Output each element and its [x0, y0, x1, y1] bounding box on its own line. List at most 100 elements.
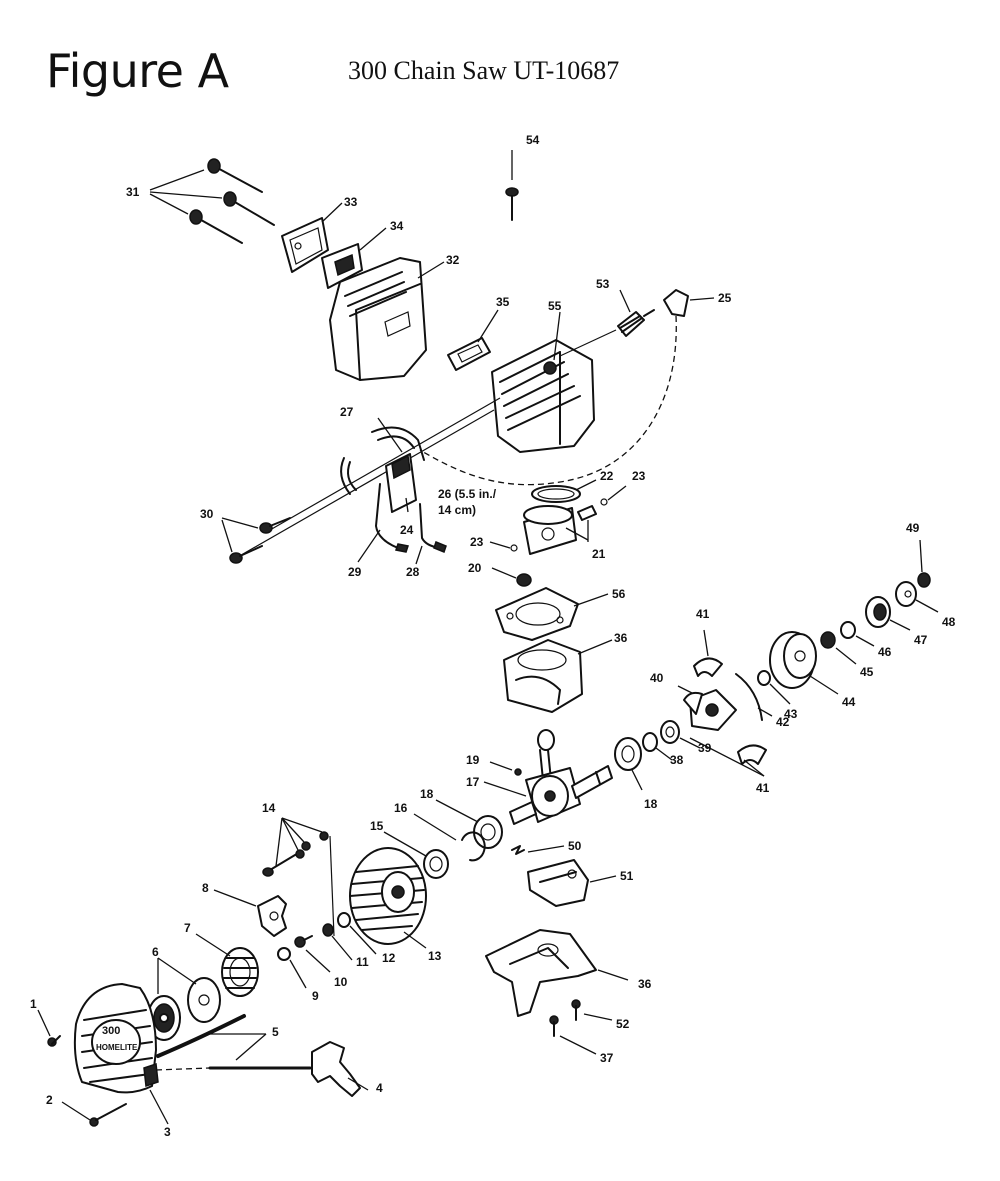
clips-23 — [489, 485, 627, 552]
starter-rope-5 — [155, 1014, 312, 1071]
label-10: 10 — [334, 975, 348, 989]
crankshaft-17 — [483, 729, 613, 825]
label-27: 27 — [340, 405, 354, 419]
label-18b: 18 — [644, 797, 658, 811]
screw-10 — [294, 935, 331, 973]
figure-subtitle: 300 Chain Saw UT-10687 — [348, 56, 620, 85]
screws-14 — [262, 817, 335, 937]
label-39: 39 — [698, 741, 712, 755]
label-8: 8 — [202, 881, 209, 895]
label-29: 29 — [348, 565, 362, 579]
label-24: 24 — [400, 523, 414, 537]
screw-37 — [549, 1015, 597, 1055]
label-4: 4 — [376, 1081, 383, 1095]
label-7: 7 — [184, 921, 191, 935]
label-33: 33 — [344, 195, 358, 209]
label-37: 37 — [600, 1051, 614, 1065]
label-50: 50 — [568, 839, 582, 853]
label-14: 14 — [262, 801, 276, 815]
label-43: 43 — [784, 707, 798, 721]
label-9: 9 — [312, 989, 319, 1003]
exhaust-gasket-35 — [447, 309, 499, 371]
label-55: 55 — [548, 299, 562, 313]
nut-49 — [917, 539, 931, 588]
bearing-18-right — [614, 737, 643, 791]
label-30: 30 — [200, 507, 214, 521]
label-42: 42 — [776, 715, 790, 729]
screw-52 — [571, 999, 613, 1021]
starter-handle-4 — [311, 1041, 369, 1097]
piston-ring-22 — [531, 479, 597, 503]
label-20: 20 — [468, 561, 482, 575]
muffler-bolts-31 — [149, 158, 275, 244]
figure-title: Figure A — [46, 44, 229, 98]
label-47: 47 — [914, 633, 928, 647]
oil-pump-spring-50 — [511, 845, 565, 855]
label-25: 25 — [718, 291, 732, 305]
washer-9 — [277, 947, 307, 989]
oil-seal-15 — [383, 831, 449, 879]
cylinder-55 — [491, 311, 595, 453]
bearing-18-left — [435, 799, 503, 849]
muffler-32 — [329, 257, 445, 381]
label-53: 53 — [596, 277, 610, 291]
label-34: 34 — [390, 219, 404, 233]
label-12: 12 — [382, 951, 396, 965]
clutch-hub-40 — [677, 685, 737, 731]
starter-pawl-8 — [213, 889, 287, 937]
label-23a: 23 — [632, 469, 646, 483]
oil-pump-51 — [527, 859, 617, 907]
label-19: 19 — [466, 753, 480, 767]
label-38: 38 — [670, 753, 684, 767]
washer-48 — [895, 581, 939, 613]
label-21: 21 — [592, 547, 606, 561]
screw-54 — [505, 150, 519, 221]
seal-38 — [642, 732, 673, 761]
key-19 — [489, 761, 522, 776]
label-23b: 23 — [470, 535, 484, 549]
label-13: 13 — [428, 949, 442, 963]
label-41a: 41 — [696, 607, 710, 621]
label-28: 28 — [406, 565, 420, 579]
label-26: 26 (5.5 in./ — [438, 487, 497, 501]
starter-cover-3: 300 HOMELITE — [73, 983, 169, 1125]
spark-arrestor-34 — [321, 227, 387, 289]
label-35: 35 — [496, 295, 510, 309]
screw-2 — [61, 1101, 127, 1127]
label-52: 52 — [616, 1017, 630, 1031]
starter-cover-brand-text: HOMELITE — [96, 1043, 138, 1052]
assembly-axis-line — [235, 409, 495, 559]
label-54: 54 — [526, 133, 540, 147]
sprocket-47 — [865, 596, 911, 631]
flywheel-13 — [349, 847, 427, 949]
label-40: 40 — [650, 671, 664, 685]
clutch-spring-42 — [735, 673, 773, 721]
crankcase-lower-36 — [485, 929, 629, 1017]
retaining-ring-16 — [413, 813, 486, 862]
label-18a: 18 — [420, 787, 434, 801]
label-1: 1 — [30, 997, 37, 1011]
nut-11 — [322, 923, 353, 961]
label-26b: 14 cm) — [438, 503, 476, 517]
label-46: 46 — [878, 645, 892, 659]
screw-1 — [37, 1009, 61, 1047]
label-36b: 36 — [638, 977, 652, 991]
part-number-labels: 1 2 3 4 5 6 7 8 9 10 11 12 13 14 15 16 1… — [30, 133, 956, 1139]
spring-cover-6 — [147, 957, 221, 1041]
bolts-30 — [221, 517, 291, 564]
label-36a: 36 — [614, 631, 628, 645]
label-22: 22 — [600, 469, 614, 483]
label-49: 49 — [906, 521, 920, 535]
label-45: 45 — [860, 665, 874, 679]
label-51: 51 — [620, 869, 634, 883]
clutch-shoes-41 — [683, 629, 767, 777]
starter-cover-model-text: 300 — [102, 1025, 120, 1037]
clutch-drum-44 — [769, 631, 839, 695]
starter-pulley-7 — [195, 933, 259, 997]
label-16: 16 — [394, 801, 408, 815]
bushing-46 — [840, 621, 875, 647]
wires-28-29 — [357, 483, 447, 565]
washer-12 — [337, 912, 377, 955]
label-15: 15 — [370, 819, 384, 833]
label-2: 2 — [46, 1093, 53, 1107]
